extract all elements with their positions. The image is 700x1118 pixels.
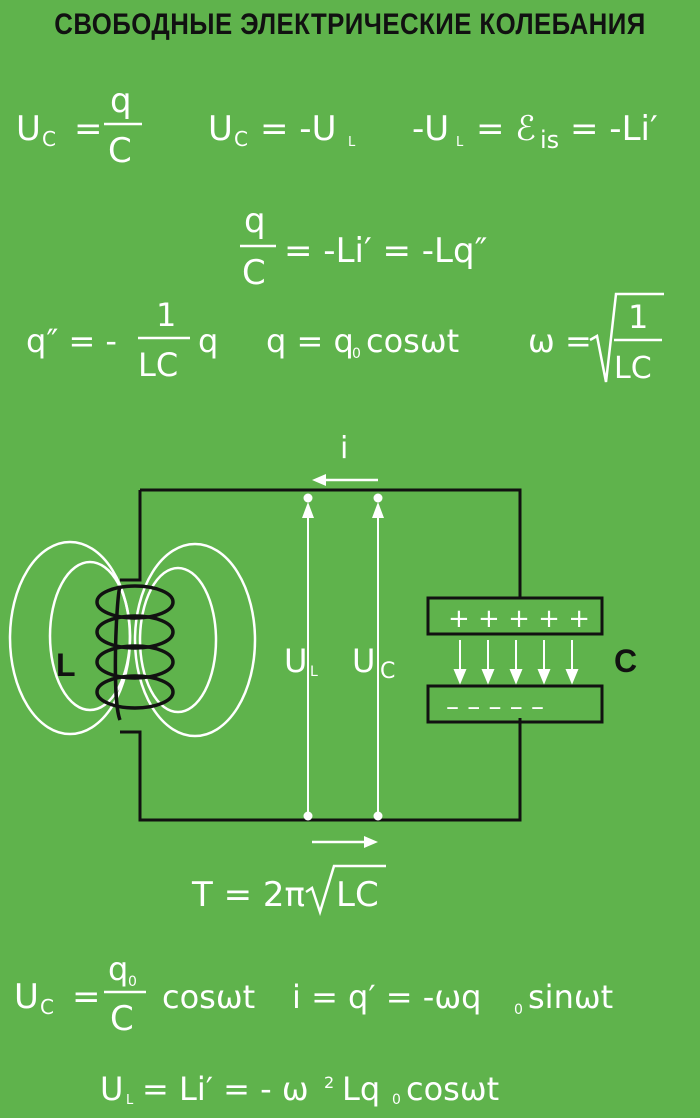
arrowhead xyxy=(364,836,378,848)
ul-subscript: L xyxy=(310,664,318,680)
formula-subscript: C xyxy=(42,127,56,151)
inductor-coil xyxy=(95,584,175,721)
lc-circuit: i L U L U xyxy=(8,431,637,848)
fraction-denominator: C xyxy=(242,253,266,293)
terminal-dot xyxy=(303,493,313,503)
formula-ode: q″ = - 1 LC q xyxy=(26,296,218,384)
fraction-denominator: LC xyxy=(138,346,178,384)
electric-field-arrows xyxy=(453,640,579,685)
fraction-denominator: LC xyxy=(614,351,652,386)
formula-text: = ℰ xyxy=(476,109,536,149)
formula-text: q″ = - xyxy=(26,322,117,360)
formula-text: q xyxy=(198,322,218,360)
formula-subscript: 0 xyxy=(128,974,137,990)
formula-subscript: L xyxy=(348,135,356,150)
radical-sign xyxy=(589,292,664,383)
formula-text: = -Li′ xyxy=(570,109,658,149)
formula-text: sinωt xyxy=(528,978,613,1016)
formula-text: LC xyxy=(336,875,379,915)
wire-bottom xyxy=(120,718,522,822)
formula-subscript: C xyxy=(40,995,54,1019)
terminal-dot xyxy=(373,493,383,503)
formula-text: U xyxy=(208,109,233,149)
inductor-label: L xyxy=(56,647,76,683)
uc-label: U xyxy=(352,642,375,680)
formula-text: U xyxy=(14,977,39,1017)
formula-subscript: 0 xyxy=(514,1002,523,1018)
current-label: i xyxy=(340,431,348,466)
fraction-numerator: q xyxy=(244,201,266,241)
formula-text: = xyxy=(74,109,103,149)
wire-left xyxy=(120,490,142,582)
formula-current: i = q′ = -ωq 0 sinωt xyxy=(292,978,613,1018)
capacitor-label: C xyxy=(614,643,637,679)
formula-subscript: L xyxy=(456,135,464,150)
formula-uc-cos: U C = q 0 C cosωt xyxy=(14,950,255,1039)
formula-superscript: 2 xyxy=(324,1073,334,1092)
formula-text: U xyxy=(100,1070,123,1108)
formula-text: cosωt xyxy=(406,1070,499,1108)
formula-text: = -Li′ = -Lq″ xyxy=(284,231,487,271)
formula-text: q = q xyxy=(266,322,354,360)
fraction-numerator: q xyxy=(108,950,128,988)
formula-subscript: 0 xyxy=(352,346,361,362)
formula-text: = xyxy=(72,977,101,1017)
fraction-numerator: q xyxy=(110,81,132,121)
wire-top xyxy=(140,488,522,598)
fraction-numerator: 1 xyxy=(628,298,648,336)
formula-uc-neg-ul: U C = -U L xyxy=(208,109,356,151)
formula-subscript: C xyxy=(234,127,248,151)
formula-text: T = 2π xyxy=(191,875,305,915)
radical-sign xyxy=(305,864,386,917)
fraction-denominator: C xyxy=(110,999,134,1039)
formula-subscript: L xyxy=(126,1093,134,1108)
negative-charges: – – – – – xyxy=(446,692,544,722)
formula-text: i = q′ = -ωq xyxy=(292,978,481,1016)
magnetic-field-lines xyxy=(8,540,257,738)
formula-text: cosωt xyxy=(366,322,459,360)
arrowhead xyxy=(372,502,384,518)
arrowhead xyxy=(302,502,314,518)
formula-q-over-c-eq-lq: q C = -Li′ = -Lq″ xyxy=(240,201,487,293)
formula-text: cosωt xyxy=(162,978,255,1016)
arrowhead xyxy=(312,474,326,486)
capacitor-plate-top xyxy=(426,596,604,636)
formula-text: -U xyxy=(412,109,449,149)
page-title: СВОБОДНЫЕ ЭЛЕКТРИЧЕСКИЕ КОЛЕБАНИЯ xyxy=(54,8,646,41)
capacitor-plate-bottom xyxy=(426,684,604,724)
formula-subscript: 0 xyxy=(392,1092,401,1108)
positive-charges: + + + + + xyxy=(448,604,590,634)
formula-text: U xyxy=(16,109,41,149)
formula-subscript: is xyxy=(540,126,559,154)
formula-emf: -U L = ℰ is = -Li′ xyxy=(412,109,658,154)
formula-text: = -U xyxy=(260,109,336,149)
uc-subscript: C xyxy=(380,659,395,684)
ul-label: U xyxy=(284,642,307,680)
formula-omega: ω = 1 LC xyxy=(528,292,664,386)
formula-ul-cos: U L = Li′ = - ω 2 Lq 0 cosωt xyxy=(100,1070,499,1108)
formula-uc-q-over-c: U C = q C xyxy=(16,81,142,171)
fraction-denominator: C xyxy=(108,131,132,171)
formula-text: Lq xyxy=(342,1070,380,1108)
formula-solution: q = q 0 cosωt xyxy=(266,322,459,362)
fraction-numerator: 1 xyxy=(156,296,176,334)
formula-text: ω = xyxy=(528,322,592,360)
formula-period: T = 2π LC xyxy=(191,864,386,917)
formula-text: = Li′ = - ω xyxy=(142,1070,309,1108)
